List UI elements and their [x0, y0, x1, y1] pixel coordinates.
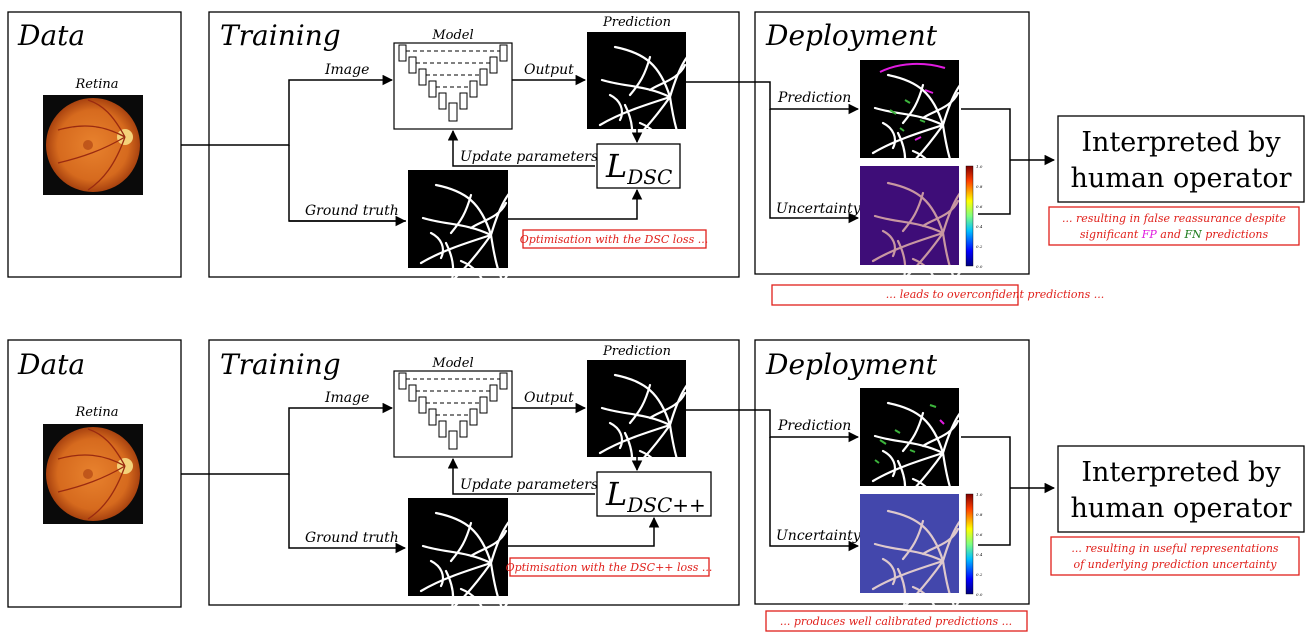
training-title: Training — [220, 348, 341, 381]
training-arrows — [181, 402, 660, 554]
training-title: Training — [220, 19, 341, 52]
deployment-uncertainty-image — [860, 494, 975, 621]
interpreted-line1: Interpreted by — [1081, 127, 1281, 158]
training-arrows — [181, 74, 643, 227]
panel-dsc-plus-plus: Data Retina Training Model Prediction Im… — [7, 339, 1305, 632]
model-label: Model — [431, 28, 473, 43]
output-label: Output — [524, 62, 574, 78]
colorbar-tick-label: 0.0 — [976, 592, 983, 597]
deployment-title: Deployment — [765, 19, 938, 52]
uncertainty-colorbar: 1.0 0.8 0.6 0.4 0.2 0.0 — [965, 492, 983, 597]
ground-truth-image — [408, 498, 523, 623]
result-note-box — [1050, 536, 1300, 576]
optimisation-note: Optimisation with the DSC loss ... — [520, 233, 708, 246]
interpreted-box — [1057, 445, 1305, 533]
data-title: Data — [17, 19, 85, 52]
deployment-title: Deployment — [765, 348, 938, 381]
colorbar-tick-label: 0.0 — [976, 264, 983, 269]
deployment-uncertainty-label: Uncertainty — [776, 201, 862, 217]
optimisation-note-box — [509, 557, 710, 577]
interpreted-line1: Interpreted by — [1081, 457, 1281, 488]
deployment-prediction-image — [860, 60, 975, 185]
update-parameters-label: Update parameters — [460, 149, 598, 165]
result-note-line2: of underlying prediction uncertainty — [1073, 558, 1277, 571]
ground-truth-image — [408, 170, 523, 295]
deployment-arrows — [686, 81, 1056, 224]
prediction-label: Prediction — [602, 344, 671, 359]
training-box — [208, 339, 740, 606]
interpreted-line2: human operator — [1071, 163, 1292, 194]
training-prediction-image — [587, 32, 702, 157]
output-label: Output — [524, 390, 574, 406]
colorbar-tick-label: 0.2 — [976, 572, 983, 577]
image-label: Image — [324, 62, 369, 78]
colorbar-tick-label: 1.0 — [976, 164, 983, 169]
panel-dsc: Data Retina Training Model Prediction Im… — [7, 11, 1305, 306]
fp-term: FP — [1141, 228, 1158, 241]
colorbar-tick-label: 0.4 — [976, 552, 983, 557]
deployment-note: ... produces well calibrated predictions… — [780, 615, 1012, 628]
fn-term: FN — [1184, 228, 1203, 241]
model-unet-icon — [393, 42, 513, 130]
interpreted-box — [1057, 115, 1305, 203]
retina-label: Retina — [75, 405, 119, 420]
image-label: Image — [324, 390, 369, 406]
deployment-box — [754, 11, 1030, 275]
deployment-prediction-image — [860, 388, 975, 513]
ground-truth-label: Ground truth — [305, 530, 399, 546]
retina-image — [42, 423, 144, 525]
deployment-uncertainty-image — [860, 166, 975, 293]
loss-formula: LDSC++ — [605, 475, 706, 517]
deployment-prediction-label: Prediction — [777, 90, 851, 106]
uncertainty-colorbar: 1.0 0.8 0.6 0.4 0.2 0.0 — [965, 164, 983, 269]
colorbar-tick-label: 0.8 — [976, 184, 983, 189]
deployment-prediction-label: Prediction — [777, 418, 851, 434]
colorbar-tick-label: 0.6 — [976, 204, 983, 209]
colorbar-tick-label: 0.4 — [976, 224, 983, 229]
deployment-arrows — [686, 409, 1056, 552]
deployment-note-box — [771, 284, 1019, 306]
colorbar-tick-label: 1.0 — [976, 492, 983, 497]
interpreted-line2: human operator — [1071, 493, 1292, 524]
prediction-label: Prediction — [602, 15, 671, 30]
loss-box — [596, 471, 712, 517]
loss-box — [596, 143, 681, 189]
colorbar-tick-label: 0.6 — [976, 532, 983, 537]
deployment-uncertainty-label: Uncertainty — [776, 528, 862, 544]
result-note-line1: ... resulting in false reassurance despi… — [1062, 212, 1286, 225]
ground-truth-label: Ground truth — [305, 203, 399, 219]
colorbar-tick-label: 0.2 — [976, 244, 983, 249]
optimisation-note-box — [522, 229, 707, 249]
loss-formula: LDSC — [605, 147, 672, 189]
retina-image — [42, 94, 144, 196]
data-title: Data — [17, 348, 85, 381]
result-note-box — [1048, 206, 1300, 246]
deployment-note: ... leads to overconfident predictions .… — [886, 288, 1104, 301]
result-note-line2: significant FP and FN predictions — [1080, 228, 1269, 241]
training-prediction-image — [587, 360, 702, 485]
retina-label: Retina — [75, 77, 119, 92]
result-note-line1: ... resulting in useful representations — [1071, 542, 1279, 555]
model-label: Model — [431, 356, 473, 371]
optimisation-note: Optimisation with the DSC++ loss ... — [506, 561, 713, 574]
deployment-box — [754, 339, 1030, 605]
deployment-note-box — [765, 610, 1028, 632]
model-unet-icon — [393, 370, 513, 458]
colorbar-tick-label: 0.8 — [976, 512, 983, 517]
update-parameters-label: Update parameters — [460, 477, 598, 493]
